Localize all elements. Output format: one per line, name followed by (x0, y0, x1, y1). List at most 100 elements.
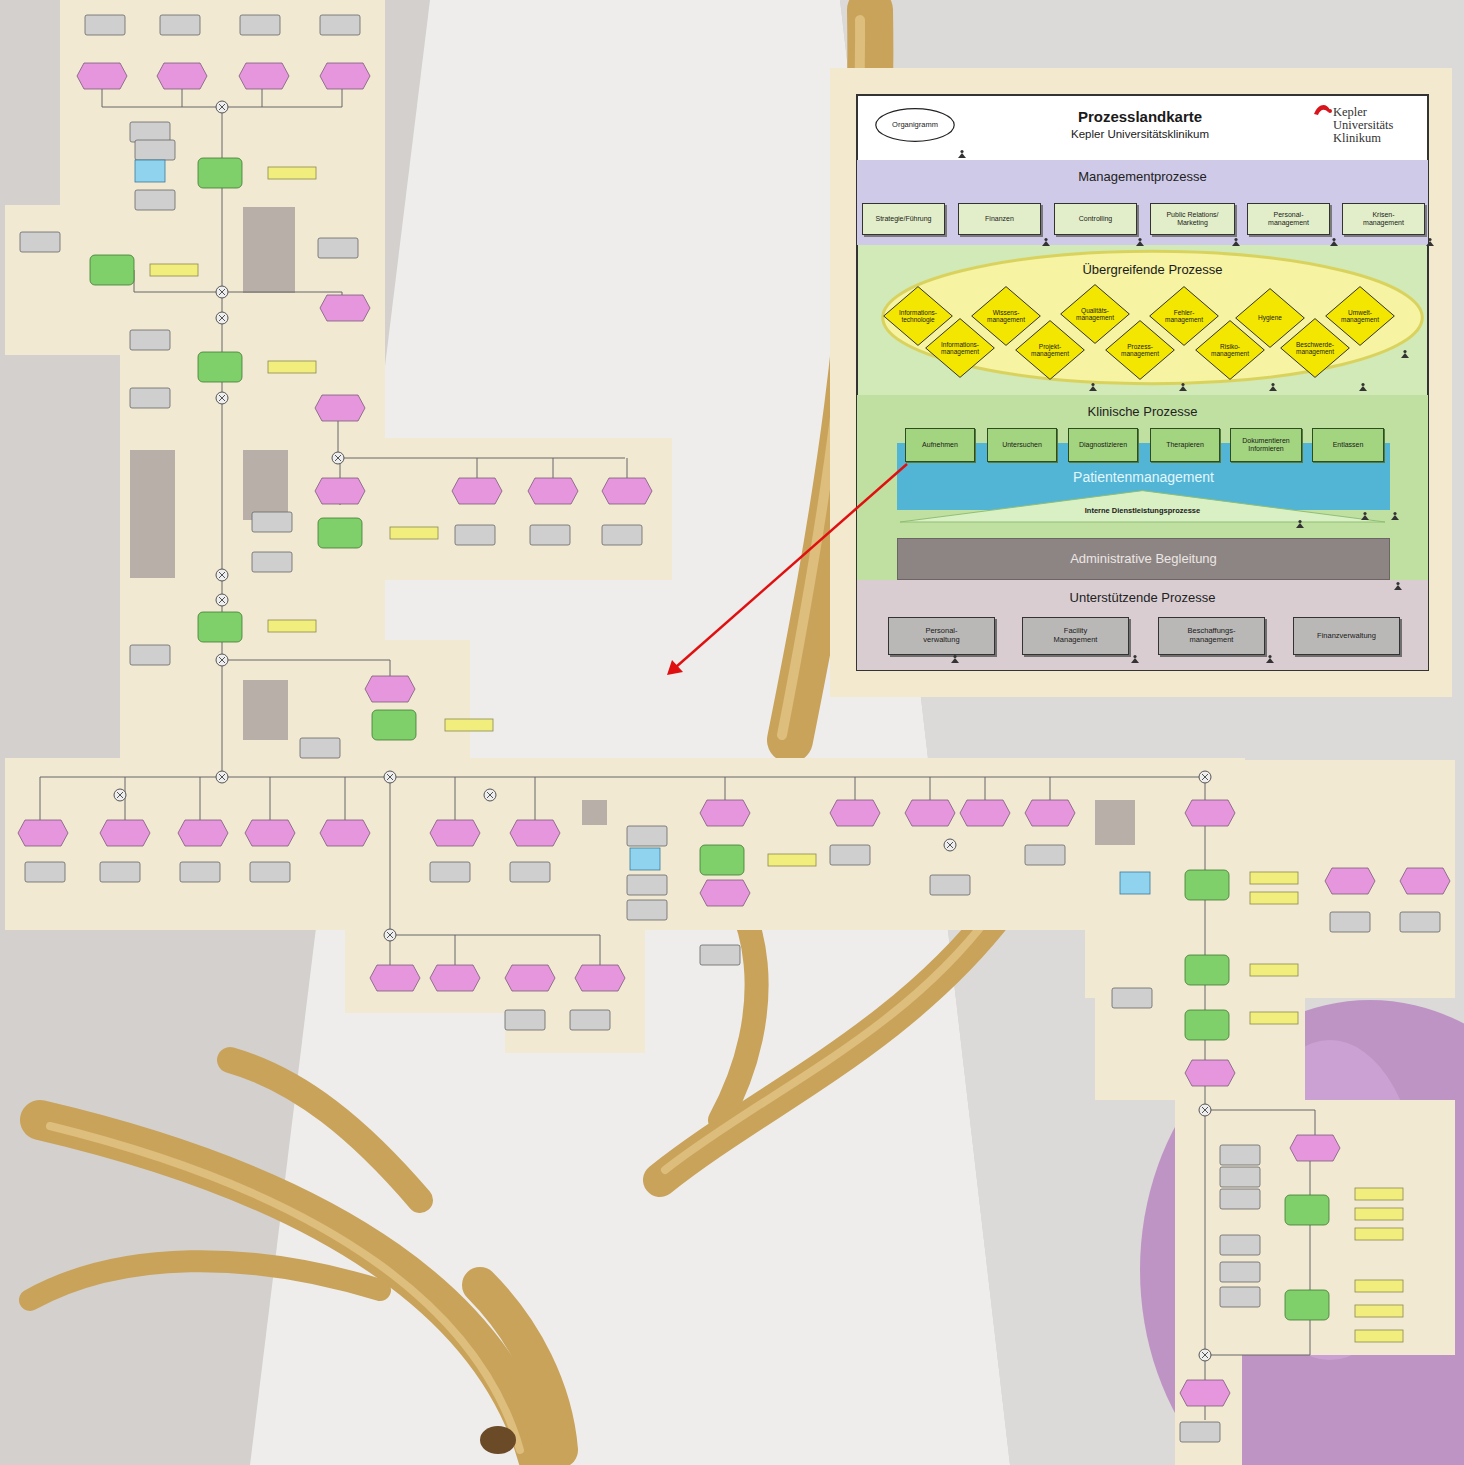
process-chain-illustration-part (250, 862, 290, 882)
process-chain-illustration-part (452, 478, 502, 504)
photo-background-part-part (230, 1060, 420, 1200)
clinical-box: Entlassen (1312, 428, 1384, 462)
process-chain-illustration-part (570, 1010, 610, 1030)
process-chain-illustration-part (1220, 1235, 1260, 1255)
node-label: Personal- verwaltung (912, 627, 972, 644)
process-diamond: Qualitäts- management (1060, 284, 1130, 344)
process-chain-illustration-part (130, 330, 170, 350)
clinic-logo: Kepler Universitäts Klinikum (1333, 106, 1419, 145)
photo-background-part-part (660, 910, 1000, 1180)
process-chain-illustration-part (372, 710, 416, 740)
node-label: Facility Management (1046, 627, 1106, 644)
process-chain-illustration-part-part (120, 355, 385, 440)
process-chain-illustration-part (484, 789, 496, 801)
process-chain-illustration-part-part (60, 0, 385, 205)
process-chain-illustration-part (1330, 912, 1370, 932)
node-label: Entlassen (1333, 441, 1364, 449)
process-chain-illustration-part (700, 945, 740, 965)
person-icons-part (1394, 582, 1402, 590)
node-label: Projekt- management (1026, 343, 1074, 358)
node-label: Strategie/Führung (875, 215, 931, 223)
node-label: Informations- technologie (894, 309, 942, 324)
process-chain-illustration-part (1220, 1262, 1260, 1282)
process-chain-illustration-part (1250, 964, 1298, 976)
node-label: Patientenmanagement (1073, 469, 1214, 485)
process-chain-illustration-part (216, 654, 228, 666)
process-chain-illustration-part-part (5, 205, 385, 355)
process-chain-illustration-part (365, 676, 415, 702)
org-ellipse: Organigramm (875, 108, 955, 142)
process-chain-illustration-part (1185, 800, 1235, 826)
node-label: Finanzen (985, 215, 1014, 223)
process-chain-illustration-part (135, 140, 175, 160)
process-chain-illustration-part (332, 452, 344, 464)
process-chain-illustration-part-part (243, 680, 288, 740)
node-label: Organigramm (892, 121, 938, 130)
node-label: Prozess- management (1116, 343, 1164, 358)
triangle-outline (900, 491, 1385, 522)
process-chain-illustration-part (315, 478, 365, 504)
process-chain-illustration-part (1185, 1010, 1229, 1040)
support-box: Finanzverwaltung (1293, 617, 1400, 655)
person-icons-part (1131, 655, 1139, 663)
process-chain-illustration-part (1250, 1012, 1298, 1024)
process-chain-illustration-part (602, 478, 652, 504)
process-chain-illustration-part-part (222, 107, 223, 777)
process-chain-illustration-part (445, 719, 493, 731)
node-label: Finanzverwaltung (1317, 632, 1376, 641)
process-chain-illustration-part (575, 965, 625, 991)
process-box: Strategie/Führung (862, 203, 945, 235)
process-chain-illustration-part (430, 862, 470, 882)
person-icons-part (1361, 512, 1369, 520)
process-chain-illustration-part (180, 862, 220, 882)
process-map-frame-part-part (1328, 109, 1332, 113)
process-chain-illustration-part (1355, 1280, 1403, 1292)
process-map-frame-part (1314, 105, 1332, 115)
process-chain-illustration-part (505, 965, 555, 991)
process-chain-illustration-part (114, 789, 126, 801)
process-chain-illustration-part (239, 63, 289, 89)
process-chain-illustration-part-part (243, 450, 288, 520)
process-diamond: Beschwerde- management (1280, 318, 1350, 378)
process-chain-illustration-part (1355, 1208, 1403, 1220)
node-label: Administrative Begleitung (1070, 552, 1217, 567)
process-chain-illustration-part (216, 594, 228, 606)
person-icons-part (1401, 350, 1409, 358)
ellipse-outline (876, 109, 954, 142)
process-chain-illustration-part (135, 190, 175, 210)
person-icons-part (951, 655, 959, 663)
process-chain-illustration-part (700, 880, 750, 906)
process-chain-illustration-part-part (390, 777, 600, 965)
diamond-outline (1150, 287, 1219, 346)
process-chain-illustration-part (1250, 892, 1298, 904)
clinical-box: Diagnostizieren (1068, 428, 1138, 462)
management-band: ManagementprozesseStrategie/FührungFinan… (857, 160, 1428, 245)
node-label: Diagnostizieren (1079, 441, 1127, 449)
process-chain-illustration-part (130, 645, 170, 665)
process-chain-illustration-part (1112, 988, 1152, 1008)
process-map-frame-part (830, 68, 1452, 697)
process-chain-illustration-part (830, 845, 870, 865)
process-chain-illustration-part (505, 1010, 545, 1030)
process-chain-illustration-part (240, 15, 280, 35)
node-label: Klinische Prozesse (1088, 405, 1198, 420)
process-chain-illustration-part (216, 101, 228, 113)
person-icons-part (1232, 238, 1240, 246)
process-chain-illustration-part (130, 388, 170, 408)
process-box: Controlling (1054, 203, 1137, 235)
process-chain-illustration-part-part (243, 207, 295, 293)
process-chain-illustration-part (100, 820, 150, 846)
process-chain-illustration-part (160, 15, 200, 35)
process-chain-illustration-part (25, 862, 65, 882)
process-chain-illustration-part (530, 525, 570, 545)
process-chain-illustration-part (384, 771, 396, 783)
process-chain-illustration-part (1120, 872, 1150, 894)
diamond-outline (1196, 321, 1265, 380)
person-icons-part (1426, 238, 1434, 246)
process-chain-illustration-part-part (505, 928, 645, 1053)
process-chain-illustration-part (510, 820, 560, 846)
process-chain-illustration-part-part (40, 777, 1205, 1420)
process-chain-illustration-part (252, 552, 292, 572)
process-chain-illustration-part (602, 525, 642, 545)
admin-bar: Administrative Begleitung (897, 538, 1390, 580)
